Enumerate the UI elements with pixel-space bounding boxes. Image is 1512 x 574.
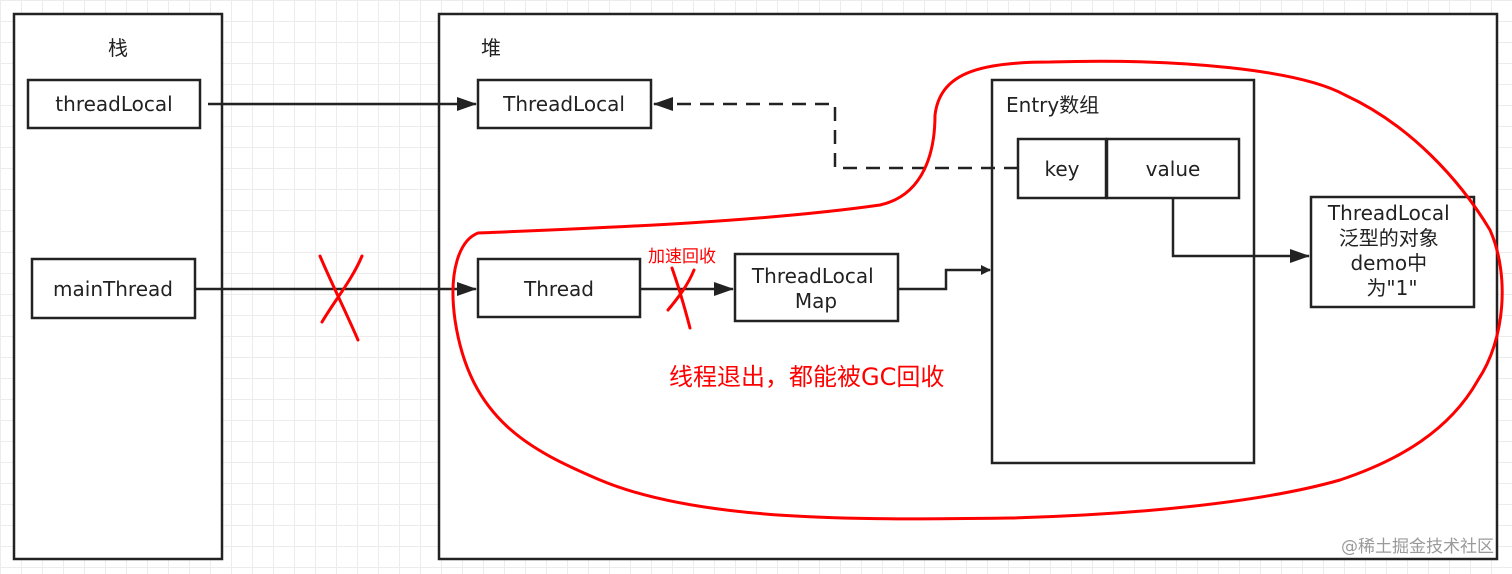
heap-thread-label: Thread xyxy=(523,277,594,301)
stack-mainthread-label: mainThread xyxy=(53,277,173,301)
entry-array-box xyxy=(990,78,1256,465)
watermark: @稀土掘金技术社区 xyxy=(1341,537,1494,557)
edge-key-weakref xyxy=(653,97,1018,170)
value-object-box xyxy=(1309,195,1476,309)
speed-up-annotation: 加速回收 xyxy=(648,247,716,267)
cross-mark-thread-map xyxy=(666,266,696,330)
value-object-line-2: 泛型的对象 xyxy=(1339,226,1439,250)
stack-threadlocal-box xyxy=(26,78,202,130)
stack-mainthread-box xyxy=(30,257,197,320)
value-object-line-4: 为"1" xyxy=(1366,276,1417,300)
value-object-line-3: demo中 xyxy=(1350,251,1427,275)
gc-annotation: 线程退出，都能被GC回收 xyxy=(669,363,944,391)
heap-threadlocal-label: ThreadLocal xyxy=(502,92,625,116)
threadlocalmap-box xyxy=(733,252,900,323)
edge-map-to-entry xyxy=(899,265,991,291)
threadlocalmap-label-line-2: Map xyxy=(795,289,837,313)
entry-value-box xyxy=(1105,137,1241,200)
cross-mark-mainthread xyxy=(318,254,364,342)
stack-threadlocal-label: threadLocal xyxy=(55,92,172,116)
entry-key-box xyxy=(1016,137,1108,200)
entry-value-label: value xyxy=(1146,157,1201,181)
value-object-line-1: ThreadLocal xyxy=(1327,201,1450,225)
heap-threadlocal-box xyxy=(476,78,653,130)
threadlocalmap-label: ThreadLocal Map xyxy=(751,264,880,313)
entry-array-title: Entry数组 xyxy=(1006,93,1099,117)
value-object-label: ThreadLocal 泛型的对象 demo中 为"1" xyxy=(1327,201,1456,300)
stack-title: 栈 xyxy=(108,36,128,60)
entry-key-label: key xyxy=(1044,157,1079,181)
heap-thread-box xyxy=(476,257,642,319)
gc-boundary-loop xyxy=(451,59,1504,521)
edge-value-to-object xyxy=(1171,199,1310,263)
threadlocalmap-label-line-1: ThreadLocal xyxy=(751,264,874,288)
heap-title: 堆 xyxy=(481,36,501,60)
